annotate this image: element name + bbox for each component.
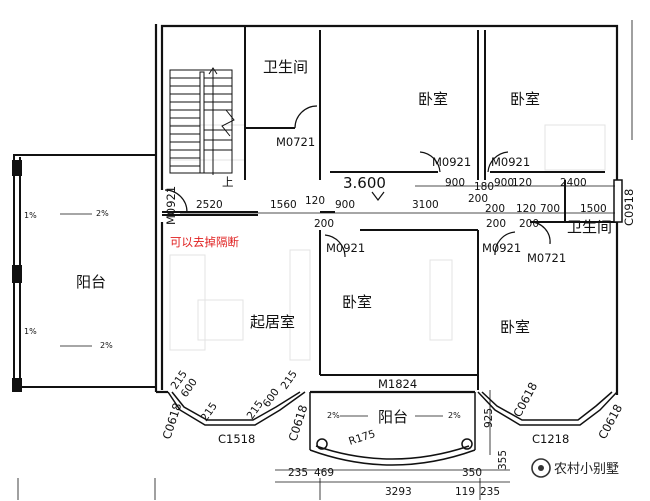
- dimension: 180: [474, 181, 494, 193]
- dimension: 200: [486, 218, 506, 230]
- dimension: 200: [314, 218, 334, 230]
- dimension: 119: [455, 486, 475, 498]
- bottom-balcony: [309, 392, 476, 466]
- window-c0918-frame: [613, 179, 623, 223]
- room-bedroom-2: 卧室: [510, 90, 540, 108]
- room-balcony-left: 阳台: [76, 273, 106, 291]
- level-marker: [371, 191, 385, 201]
- door-tag: M0921: [432, 155, 471, 169]
- left-balcony-posts: [12, 160, 22, 392]
- dimension: 200: [468, 193, 488, 205]
- dimension: 350: [462, 467, 482, 479]
- dimension: 900: [445, 177, 465, 189]
- bay-window-living: [167, 391, 306, 426]
- dimension: 120: [512, 177, 532, 189]
- brand-logo-dot-icon: [538, 465, 544, 471]
- slope-label: 2%: [448, 411, 461, 420]
- dimension: 700: [540, 203, 560, 215]
- dimension: 900: [335, 199, 355, 211]
- brand-name: 农村小别墅: [554, 462, 619, 477]
- window-tag: C0918: [622, 189, 636, 226]
- dimension: 200: [519, 218, 539, 230]
- left-balcony-outline: [13, 154, 157, 388]
- window-tag: C1518: [218, 432, 255, 446]
- annotation-note: 可以去掉隔断: [170, 235, 239, 249]
- window-tag: C1218: [532, 432, 569, 446]
- door-tag: M0921: [164, 186, 178, 225]
- room-bathroom-top: 卫生间: [263, 58, 308, 76]
- door-tag: M1824: [378, 377, 417, 391]
- brand-logo-icon: [531, 458, 551, 478]
- room-bedroom-3: 卧室: [342, 293, 372, 311]
- window-tag: C0618: [510, 380, 540, 420]
- dimension: R175: [347, 428, 377, 448]
- dimension: 3293: [385, 486, 412, 498]
- door-tag: M0721: [276, 135, 315, 149]
- room-bedroom-1: 卧室: [418, 90, 448, 108]
- dimension: 3100: [412, 199, 439, 211]
- staircase: [169, 67, 235, 175]
- window-tag: C0618: [160, 401, 185, 441]
- window-tag: C0618: [595, 402, 625, 442]
- dimension: 235: [288, 467, 308, 479]
- brand-watermark: 农村小别墅: [531, 458, 619, 478]
- room-bedroom-4: 卧室: [500, 318, 530, 336]
- dimension: 355: [497, 450, 509, 470]
- room-bathroom-right: 卫生间: [567, 218, 612, 236]
- dimension: 900: [494, 177, 514, 189]
- window-tag: C0618: [286, 403, 311, 443]
- slope-label: 1%: [24, 211, 37, 220]
- dimension: 925: [483, 408, 495, 428]
- faded-background-drawing: [169, 124, 606, 361]
- room-living-room: 起居室: [250, 313, 295, 331]
- door-tag: M0921: [326, 241, 365, 255]
- dimension: 215: [279, 368, 300, 391]
- bay-window-bedroom: [477, 391, 618, 426]
- dimension: 469: [314, 467, 334, 479]
- door-tag: M0921: [482, 241, 521, 255]
- dimension: 200: [485, 203, 505, 215]
- room-balcony-bottom: 阳台: [378, 408, 408, 426]
- interior-walls: [162, 26, 617, 390]
- slope-label: 2%: [96, 209, 109, 218]
- dimension: 2520: [196, 199, 223, 211]
- door-swings: [164, 105, 551, 258]
- door-tag: M0721: [527, 251, 566, 265]
- slope-label: 2%: [100, 341, 113, 350]
- dimension: 600: [261, 386, 282, 409]
- slope-label: 1%: [24, 327, 37, 336]
- dimension: 120: [516, 203, 536, 215]
- dimension: 120: [305, 195, 325, 207]
- slope-label: 2%: [327, 411, 340, 420]
- dimension: 1560: [270, 199, 297, 211]
- dimension-lines: [17, 20, 633, 500]
- dimension: 2400: [560, 177, 587, 189]
- stair-up-label: 上: [222, 175, 234, 189]
- door-tag: M0921: [491, 155, 530, 169]
- dimension: 1500: [580, 203, 607, 215]
- dimension: 235: [480, 486, 500, 498]
- floor-level: 3.600: [343, 174, 386, 192]
